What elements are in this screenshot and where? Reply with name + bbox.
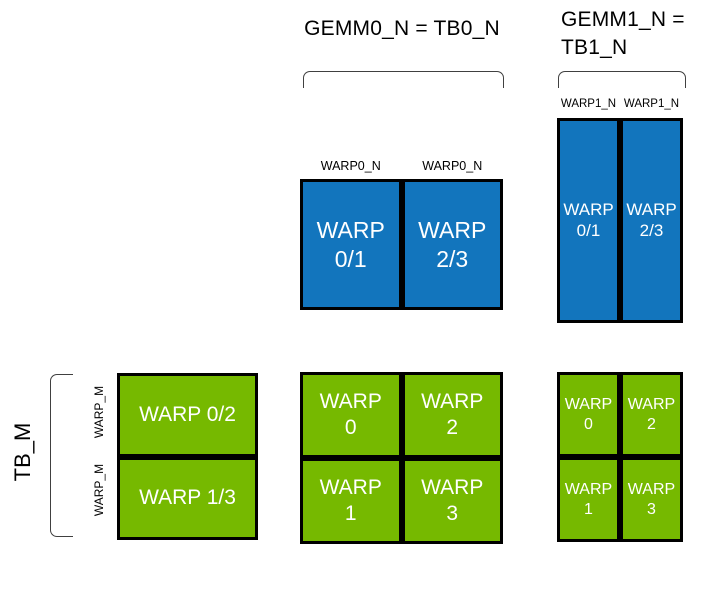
c1-warp-3-cell: WARP 3 — [620, 457, 683, 542]
c1-cell1-line1: WARP — [627, 395, 676, 413]
warp1-n-label-right: WARP1_N — [623, 98, 680, 110]
c0-cell0-line1: WARP — [319, 390, 382, 414]
c0-warp-3-cell: WARP 3 — [401, 458, 503, 544]
a-tile: WARP 0/2 WARP 1/3 — [117, 373, 258, 540]
c1-warp-2-cell: WARP 2 — [620, 372, 683, 457]
b1-cell1-line2: 2/3 — [639, 220, 664, 240]
c0-cell0-line2: 0 — [344, 416, 357, 439]
b0-warp-0-1-cell: WARP 0/1 — [300, 179, 402, 310]
gemm1-n-extent-bracket — [558, 71, 686, 88]
warp0-n-label-right: WARP0_N — [422, 159, 483, 173]
gemm1-n-title-line2: TB1_N — [561, 36, 628, 59]
b0-warp-2-3-cell: WARP 2/3 — [401, 179, 503, 310]
b1-warp-2-3-cell: WARP 2/3 — [620, 118, 683, 323]
tb-m-extent-bracket — [50, 374, 73, 537]
c1-warp-0-cell: WARP 0 — [557, 372, 620, 457]
b0-cell0-line2: 0/1 — [334, 245, 367, 272]
b1-cell0-line2: 0/1 — [576, 220, 601, 240]
warp0-n-label-left: WARP0_N — [320, 159, 381, 173]
c1-warp-1-cell: WARP 1 — [557, 457, 620, 542]
b0-cell1-line1: WARP — [418, 217, 487, 244]
b1-warp-0-1-cell: WARP 0/1 — [557, 118, 620, 323]
c1-cell1-line2: 2 — [647, 415, 656, 433]
c1-cell0-line2: 0 — [584, 415, 593, 433]
a-warp-0-2-cell: WARP 0/2 — [117, 373, 258, 457]
c1-cell0-line1: WARP — [564, 395, 613, 413]
c0-warp-0-cell: WARP 0 — [300, 372, 402, 458]
a-warp-1-3-cell: WARP 1/3 — [117, 456, 258, 540]
warp1-n-column-labels: WARP1_N WARP1_N — [557, 98, 683, 110]
gemm1-b-tile: WARP 0/1 WARP 2/3 — [557, 118, 683, 323]
c0-cell2-line1: WARP — [319, 476, 382, 500]
a-cell0-label: WARP 0/2 — [139, 402, 236, 426]
c1-cell3-line2: 3 — [647, 500, 656, 518]
a-cell1-label: WARP 1/3 — [139, 486, 236, 510]
c0-cell2-line2: 1 — [344, 502, 357, 525]
warp-m-label-bottom: WARP_M — [92, 463, 106, 517]
gemm1-n-title: GEMM1_N = TB1_N — [561, 6, 725, 62]
tb-m-label: TB_M — [10, 422, 35, 482]
gemm0-c-tile: WARP 0 WARP 2 WARP 1 WARP 3 — [300, 372, 503, 544]
b1-cell1-line1: WARP — [626, 199, 677, 219]
c1-cell2-line1: WARP — [564, 480, 613, 498]
c0-cell3-line1: WARP — [421, 476, 484, 500]
b0-cell0-line1: WARP — [316, 217, 385, 244]
c0-warp-1-cell: WARP 1 — [300, 458, 402, 544]
warp0-n-column-labels: WARP0_N WARP0_N — [300, 159, 503, 173]
b0-cell1-line2: 2/3 — [436, 245, 469, 272]
c0-cell1-line1: WARP — [421, 390, 484, 414]
c0-cell3-line2: 3 — [446, 502, 459, 525]
c0-cell1-line2: 2 — [446, 416, 459, 439]
gemm0-n-title: GEMM0_N = TB0_N — [304, 17, 500, 40]
gemm1-n-title-line1: GEMM1_N = — [561, 8, 685, 31]
gemm1-c-tile: WARP 0 WARP 2 WARP 1 WARP 3 — [557, 372, 683, 542]
b1-cell0-line1: WARP — [563, 199, 614, 219]
c1-cell3-line1: WARP — [627, 480, 676, 498]
warp1-n-label-left: WARP1_N — [560, 98, 617, 110]
gemm0-n-extent-bracket — [303, 71, 504, 88]
c1-cell2-line2: 1 — [584, 500, 593, 518]
gemm0-b-tile: WARP 0/1 WARP 2/3 — [300, 179, 503, 310]
c0-warp-2-cell: WARP 2 — [401, 372, 503, 458]
